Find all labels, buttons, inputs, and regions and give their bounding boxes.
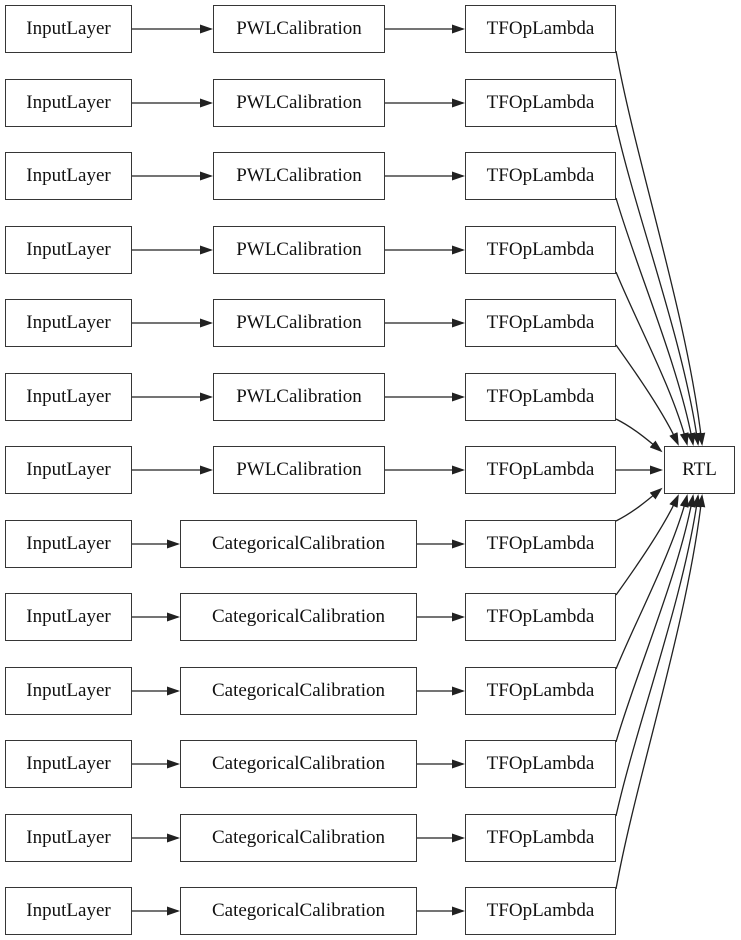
node-tfop-lambda-2: TFOpLambda — [465, 152, 616, 200]
edge-lambda-to-rtl-1 — [615, 124, 701, 446]
node-tfop-lambda-3: TFOpLambda — [465, 226, 616, 274]
edge-lambda-to-rtl-7 — [615, 487, 663, 522]
node-pwl-calibration-1: PWLCalibration — [213, 79, 385, 127]
node-tfop-lambda-8: TFOpLambda — [465, 593, 616, 641]
node-input-layer-0: InputLayer — [5, 5, 132, 53]
edge-lambda-to-rtl-10 — [615, 494, 696, 743]
node-input-layer-6: InputLayer — [5, 446, 132, 494]
edge-lambda-to-rtl-11 — [615, 494, 701, 817]
edge-lambda-to-rtl-5 — [615, 418, 663, 453]
node-categorical-calibration-11: CategoricalCalibration — [180, 814, 417, 862]
node-tfop-lambda-9: TFOpLambda — [465, 667, 616, 715]
node-categorical-calibration-12: CategoricalCalibration — [180, 887, 417, 935]
node-tfop-lambda-10: TFOpLambda — [465, 740, 616, 788]
node-pwl-calibration-3: PWLCalibration — [213, 226, 385, 274]
node-pwl-calibration-5: PWLCalibration — [213, 373, 385, 421]
node-input-layer-11: InputLayer — [5, 814, 132, 862]
node-tfop-lambda-0: TFOpLambda — [465, 5, 616, 53]
node-rtl: RTL — [664, 446, 735, 494]
edge-lambda-to-rtl-3 — [615, 271, 689, 446]
node-input-layer-10: InputLayer — [5, 740, 132, 788]
node-categorical-calibration-7: CategoricalCalibration — [180, 520, 417, 568]
edge-lambda-to-rtl-2 — [615, 197, 696, 446]
node-input-layer-3: InputLayer — [5, 226, 132, 274]
node-input-layer-12: InputLayer — [5, 887, 132, 935]
node-tfop-lambda-1: TFOpLambda — [465, 79, 616, 127]
node-categorical-calibration-8: CategoricalCalibration — [180, 593, 417, 641]
edge-lambda-to-rtl-4 — [615, 344, 679, 446]
node-input-layer-7: InputLayer — [5, 520, 132, 568]
node-tfop-lambda-7: TFOpLambda — [465, 520, 616, 568]
node-tfop-lambda-4: TFOpLambda — [465, 299, 616, 347]
node-pwl-calibration-6: PWLCalibration — [213, 446, 385, 494]
node-tfop-lambda-6: TFOpLambda — [465, 446, 616, 494]
node-tfop-lambda-5: TFOpLambda — [465, 373, 616, 421]
node-pwl-calibration-4: PWLCalibration — [213, 299, 385, 347]
edge-lambda-to-rtl-0 — [615, 50, 706, 446]
edge-lambda-to-rtl-9 — [615, 494, 689, 670]
node-input-layer-2: InputLayer — [5, 152, 132, 200]
node-input-layer-1: InputLayer — [5, 79, 132, 127]
edge-lambda-to-rtl-8 — [615, 494, 679, 596]
node-pwl-calibration-0: PWLCalibration — [213, 5, 385, 53]
node-tfop-lambda-12: TFOpLambda — [465, 887, 616, 935]
edge-lambda-to-rtl-12 — [615, 494, 706, 890]
node-pwl-calibration-2: PWLCalibration — [213, 152, 385, 200]
node-input-layer-8: InputLayer — [5, 593, 132, 641]
node-input-layer-9: InputLayer — [5, 667, 132, 715]
node-tfop-lambda-11: TFOpLambda — [465, 814, 616, 862]
node-categorical-calibration-9: CategoricalCalibration — [180, 667, 417, 715]
node-categorical-calibration-10: CategoricalCalibration — [180, 740, 417, 788]
node-input-layer-4: InputLayer — [5, 299, 132, 347]
node-input-layer-5: InputLayer — [5, 373, 132, 421]
